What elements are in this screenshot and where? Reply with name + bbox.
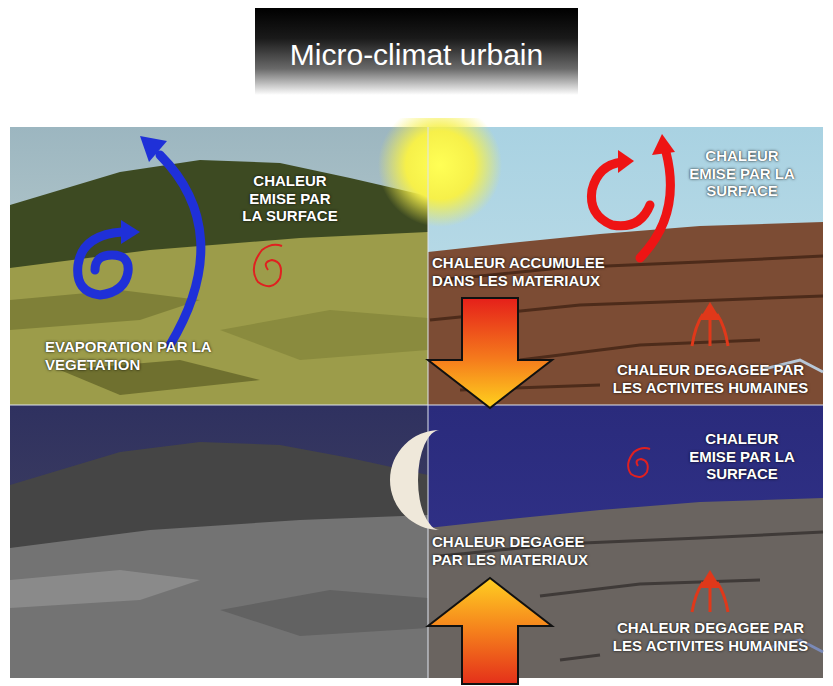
evaporation-arrows: [78, 155, 201, 345]
arrow-head: [140, 136, 167, 162]
heat-arc: [640, 152, 670, 258]
arrow-head: [618, 150, 634, 173]
annotation-label: CHALEUR EMISE PAR LA SURFACE: [688, 430, 796, 483]
field-patch: [220, 310, 428, 360]
annotation-label: CHALEUR EMISE PAR LA SURFACE: [688, 147, 796, 200]
arrow-head: [652, 134, 675, 155]
night-sky: [10, 405, 428, 678]
annotation-label: EVAPORATION PAR LA VEGETATION: [45, 338, 223, 373]
sun: [378, 118, 502, 227]
panel-divider: [428, 127, 429, 678]
sun-disc: [378, 118, 502, 227]
arrow-head: [121, 220, 140, 244]
arrow-head: [699, 570, 721, 588]
diagram-title: Micro-climat urbain: [290, 38, 543, 72]
field: [10, 515, 428, 678]
annotation-label: CHALEUR DEGAGEE PAR LES ACTIVITES HUMAIN…: [603, 361, 818, 396]
annotation-label: CHALEUR DEGAGEE PAR LES MATERIAUX: [432, 533, 604, 568]
annotation-label: CHALEUR DEGAGEE PAR LES ACTIVITES HUMAIN…: [603, 619, 818, 654]
roof-line: [560, 655, 600, 660]
arrow-head: [699, 302, 721, 320]
day-sky: [10, 127, 428, 405]
release-arrow: [428, 578, 552, 684]
annotation-label: CHALEUR ACCUMULEE DANS LES MATERIAUX: [432, 254, 620, 289]
title-banner: Micro-climat urbain: [255, 8, 578, 95]
annotation-label: CHALEUR EMISE PAR LA SURFACE: [239, 172, 341, 225]
heat-spiral: [254, 245, 282, 286]
moon: [390, 430, 440, 530]
storage-arrow: [428, 298, 552, 408]
roof-line: [520, 340, 760, 360]
heat-arrows: [591, 152, 670, 258]
field: [10, 232, 428, 405]
heat-spiral: [628, 448, 650, 477]
heat-line: [709, 318, 712, 346]
roof-line: [540, 580, 760, 596]
heat-line: [709, 586, 712, 612]
heat-spiral: [591, 162, 650, 226]
field-patch: [220, 590, 428, 636]
field-patch: [10, 570, 200, 608]
panel-divider: [10, 405, 823, 406]
evaporation-spiral: [78, 232, 129, 295]
evaporation-arc: [160, 155, 201, 345]
